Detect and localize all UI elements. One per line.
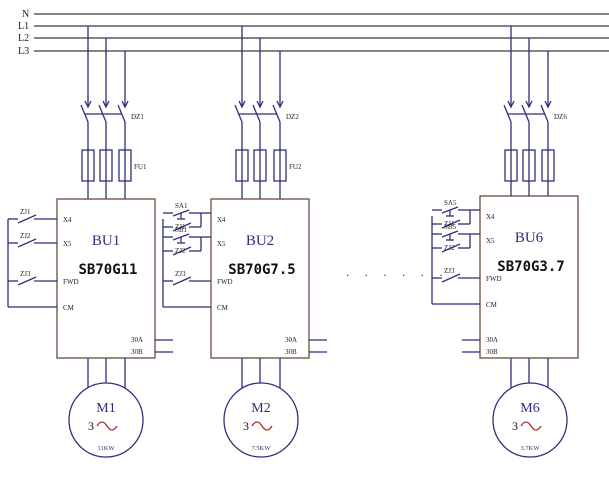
pin-label: X4	[63, 216, 72, 224]
button-label: SA5	[444, 199, 457, 207]
ac-sine-icon	[520, 421, 542, 431]
pin-label: FWD	[486, 275, 502, 283]
pin-label: X4	[217, 216, 226, 224]
arrow-icon	[544, 100, 552, 109]
phase-count: 3	[243, 419, 249, 433]
breaker-label: DZ6	[554, 113, 567, 121]
motor-power: 7.5KW	[252, 445, 272, 452]
ac-sine-icon	[251, 421, 273, 431]
contact-label: ZJ2	[20, 232, 31, 240]
relay-contact	[172, 246, 192, 256]
arrow-icon	[102, 100, 110, 109]
breaker-label: DZ2	[286, 113, 299, 121]
contact-label: ZJ3	[20, 270, 31, 278]
bus-label-l2: L2	[18, 33, 29, 44]
contact-label: ZJ2	[175, 247, 186, 255]
relay-pin-label: 30B	[285, 348, 297, 356]
motor-power: 11KW	[97, 445, 115, 452]
contact-label: ZJ1	[20, 208, 31, 216]
phase-count: 3	[512, 419, 518, 433]
arrow-icon	[84, 100, 92, 109]
motor-label: M2	[251, 401, 270, 416]
relay-pin-label: 30B	[131, 348, 143, 356]
motor-symbol	[492, 382, 568, 458]
breaker-contact	[503, 104, 512, 123]
pin-label: CM	[63, 304, 75, 312]
inverter-model: SB70G3.7	[497, 259, 564, 275]
relay-contact	[172, 222, 192, 232]
contact-label: ZJ1	[444, 220, 455, 228]
pin-label: FWD	[63, 278, 79, 286]
inverter-model: SB70G11	[78, 262, 137, 278]
ac-sine-icon	[96, 421, 118, 431]
contact-label: ZJ3	[444, 267, 455, 275]
inverter-title: BU2	[246, 233, 274, 249]
inverter-title: BU1	[92, 233, 120, 249]
relay-contact	[17, 276, 37, 286]
contact-label: ZJ2	[444, 244, 455, 252]
relay-contact	[17, 214, 37, 224]
bus-label-n: N	[22, 9, 29, 20]
relay-pin-label: 30A	[486, 336, 498, 344]
pin-label: X4	[486, 213, 495, 221]
inverter-box	[56, 198, 156, 359]
inverter-box	[479, 195, 579, 359]
pin-label: X5	[63, 240, 72, 248]
motor-label: M1	[96, 401, 115, 416]
relay-pin-label: 30B	[486, 348, 498, 356]
relay-pin-label: 30A	[285, 336, 297, 344]
pin-label: X5	[486, 237, 495, 245]
arrow-icon	[276, 100, 284, 109]
breaker-contact	[80, 104, 89, 123]
motor-power: 3.7KW	[521, 445, 541, 452]
fuse-label: FU2	[289, 163, 302, 171]
inverter-title: BU6	[515, 230, 544, 246]
arrow-icon	[507, 100, 515, 109]
arrow-icon	[525, 100, 533, 109]
fuse-label: FU1	[134, 163, 147, 171]
power-bus: N L1 L2 L3	[18, 9, 609, 57]
bus-label-l3: L3	[18, 46, 29, 57]
motor-label: M6	[520, 401, 539, 416]
more-units-ellipsis: . . . . . .	[346, 265, 449, 279]
motor-symbol	[68, 382, 144, 458]
pin-label: X5	[217, 240, 226, 248]
relay-contact	[441, 273, 461, 283]
motor-symbol	[223, 382, 299, 458]
button-label: SB1	[175, 226, 188, 234]
contact-label: ZJ1	[175, 223, 186, 231]
arrow-icon	[256, 100, 264, 109]
bus-label-l1: L1	[18, 21, 29, 32]
button-label: SA1	[175, 202, 188, 210]
inverter-box	[210, 198, 310, 359]
relay-contact	[17, 238, 37, 248]
phase-count: 3	[88, 419, 94, 433]
relay-pin-label: 30A	[131, 336, 143, 344]
arrow-icon	[121, 100, 129, 109]
arrow-icon	[238, 100, 246, 109]
pin-label: CM	[486, 301, 498, 309]
pin-label: FWD	[217, 278, 233, 286]
relay-contact	[172, 276, 192, 286]
button-label: SB5	[444, 223, 457, 231]
breaker-contact	[234, 104, 243, 123]
breaker-label: DZ1	[131, 113, 144, 121]
inverter-model: SB70G7.5	[228, 262, 295, 278]
relay-contact	[441, 219, 461, 229]
relay-contact	[441, 243, 461, 253]
contact-label: ZJ3	[175, 270, 186, 278]
pin-label: CM	[217, 304, 229, 312]
